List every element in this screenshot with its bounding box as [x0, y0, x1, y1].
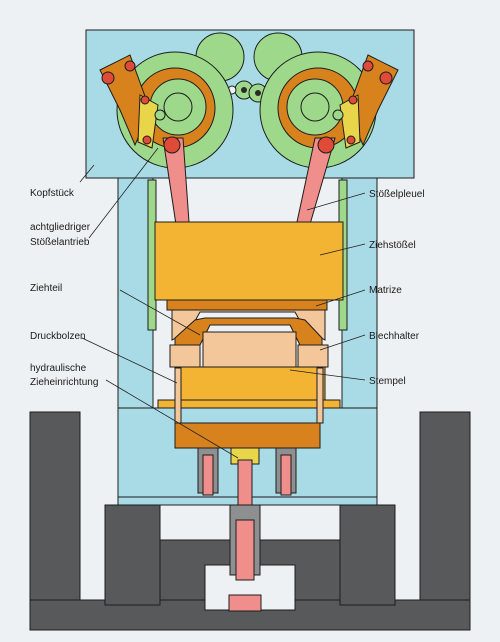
- slide-ziehstoessel: [154, 221, 344, 301]
- leader-lines: [79, 147, 366, 459]
- linkage-left: [99, 54, 166, 149]
- labels: Kopfstück achtgliedriger Stößelantrieb S…: [30, 188, 425, 388]
- label-stoesselpleuel: Stößelpleuel: [369, 189, 425, 200]
- label-kopfstueck: Kopfstück: [30, 188, 75, 199]
- tooling: [157, 299, 341, 465]
- hydraulic-cushion: [197, 447, 297, 612]
- label-stempel: Stempel: [369, 376, 406, 387]
- label-zieheinrichtung-line1: hydraulische: [30, 363, 87, 374]
- label-zieheinrichtung-line2: Zieheinrichtung: [30, 377, 98, 388]
- label-matrize: Matrize: [369, 285, 402, 296]
- label-druckbolzen: Druckbolzen: [30, 331, 86, 342]
- label-antrieb-line1: achtgliedriger: [30, 222, 91, 233]
- linkage-right: [332, 54, 399, 149]
- label-blechhalter: Blechhalter: [369, 331, 420, 342]
- label-ziehteil: Ziehteil: [30, 283, 62, 294]
- label-ziehstoessel: Ziehstößel: [369, 240, 416, 251]
- gear-train: [116, 32, 377, 169]
- label-antrieb-line2: Stößelantrieb: [30, 237, 90, 248]
